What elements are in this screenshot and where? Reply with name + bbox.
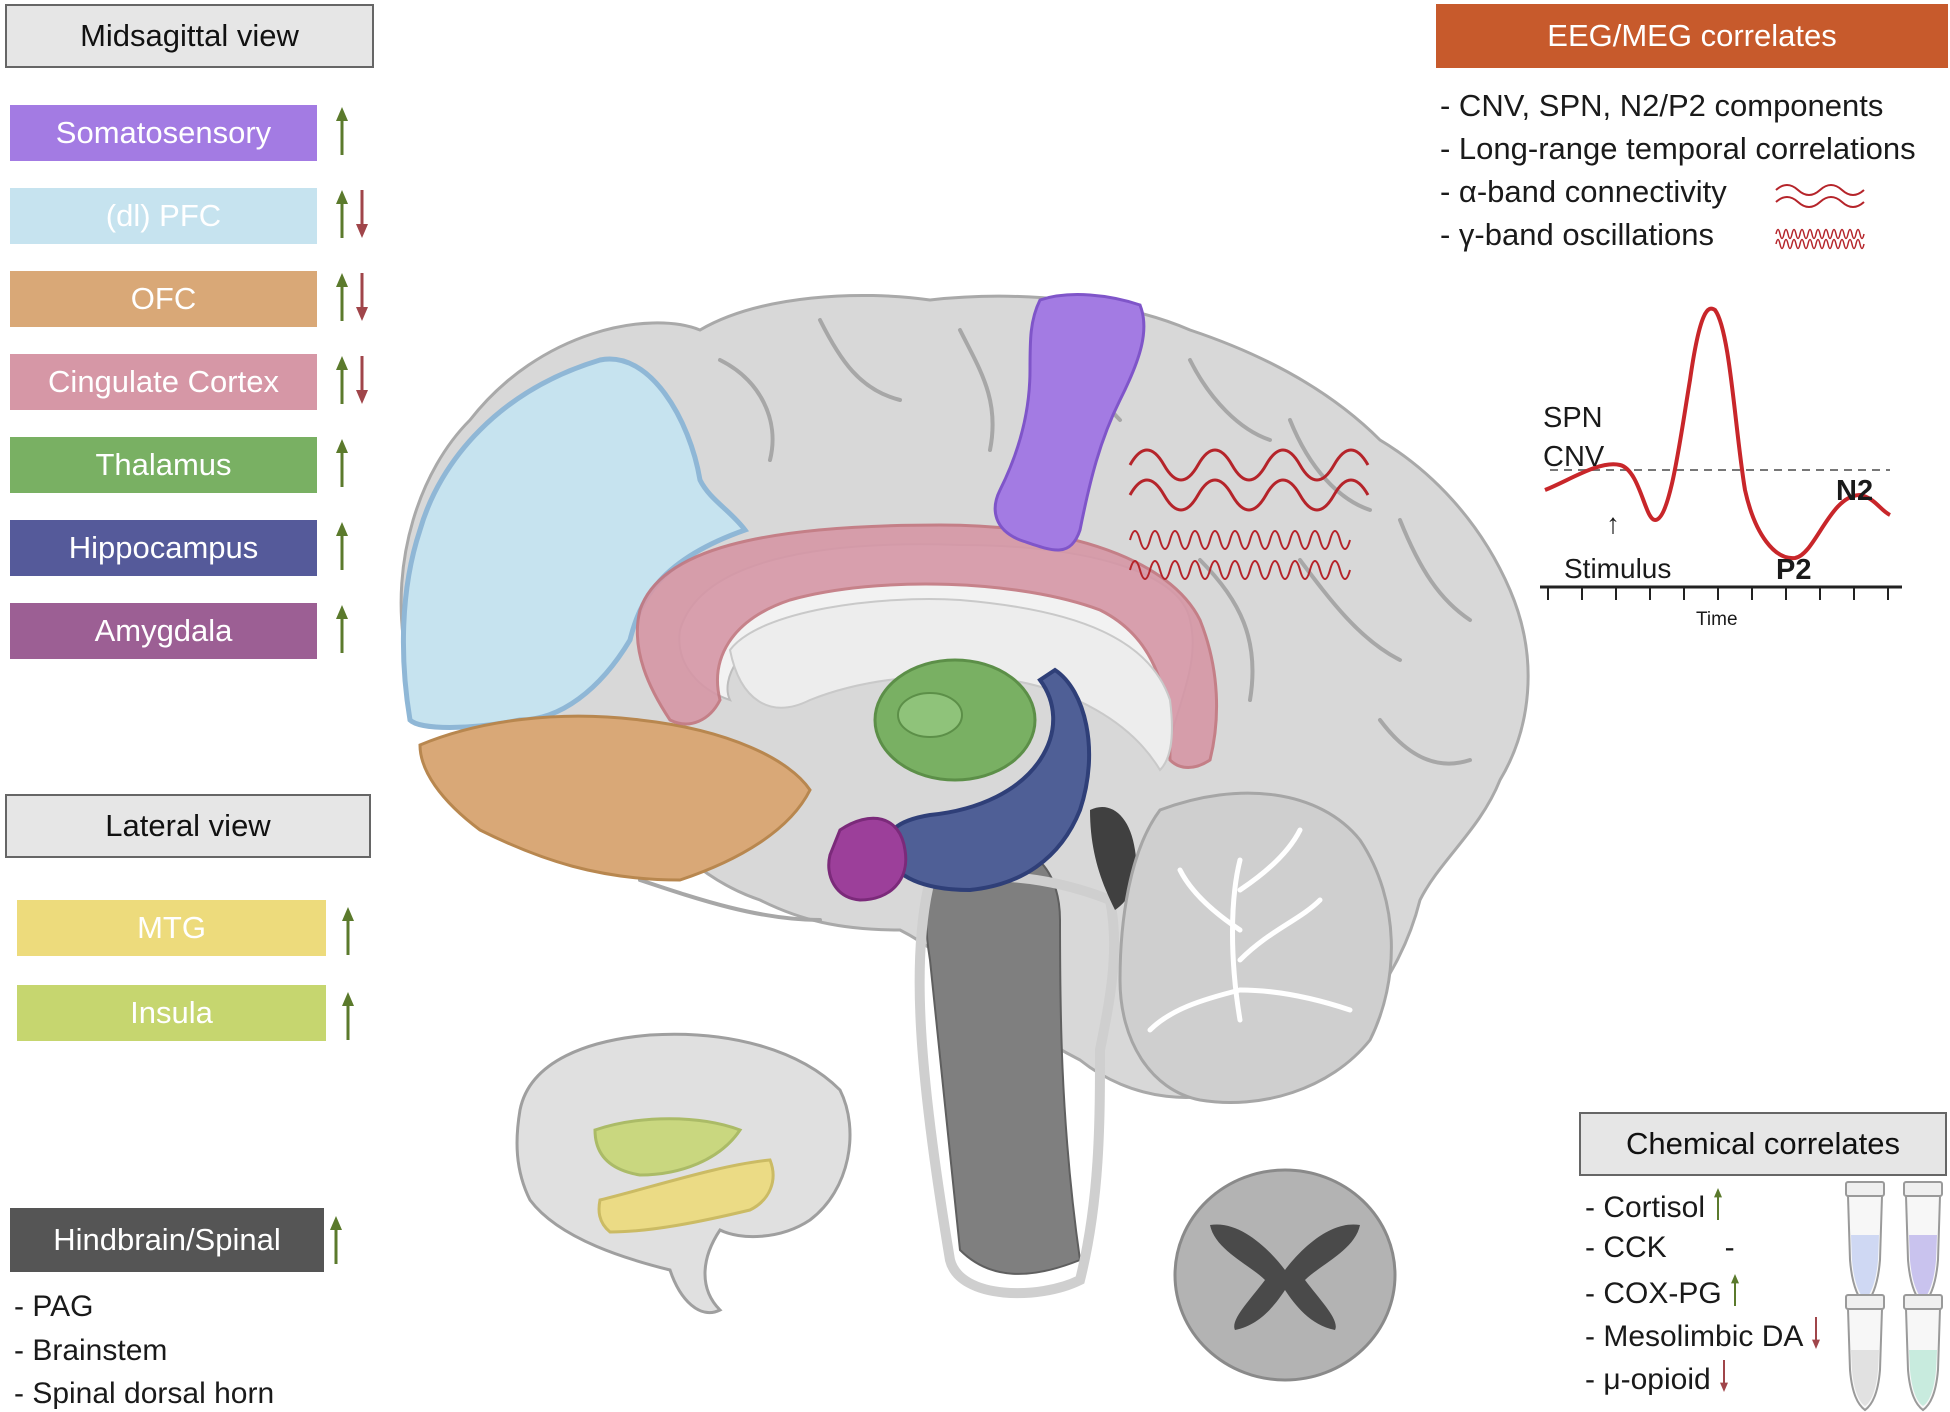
thalamus-inner: [897, 692, 963, 738]
region-label-thalamus: Thalamus: [10, 437, 317, 493]
erp-label-stimulus: Stimulus: [1564, 553, 1671, 584]
eeg-item-gamma: - γ-band oscillations: [1440, 217, 1714, 252]
ofc-region: [418, 714, 812, 882]
brainstem-outer: [914, 871, 1120, 1299]
brain-illustration: [399, 293, 1530, 1382]
eeg-item-alpha: - α-band connectivity: [1440, 174, 1727, 209]
up-arrow-icon: [336, 605, 348, 653]
down-arrow-icon: [356, 356, 368, 404]
change-arrows: [336, 522, 348, 570]
no-change-marker: -: [1724, 1231, 1735, 1264]
region-label-insula: Insula: [17, 985, 326, 1041]
region-label-mtg: MTG: [17, 900, 326, 956]
up-arrow-icon: [342, 992, 354, 1040]
lateral-header: Lateral view: [5, 794, 371, 858]
chemical-item: - Mesolimbic DA: [1585, 1317, 1821, 1357]
chemical-item: - Cortisol: [1585, 1188, 1723, 1228]
hindbrain-item-spinal: - Spinal dorsal horn: [14, 1377, 275, 1410]
change-arrows: [342, 907, 354, 955]
gamma-waves-on-brain: [1129, 530, 1351, 580]
sample-tubes-icon: [1845, 1181, 1943, 1412]
erp-waveform-chart: SPN CNV N2 P2 ↑ Stimulus Time: [1540, 306, 1902, 630]
region-label-ofc: OFC: [10, 271, 317, 327]
somatosensory-region: [993, 293, 1146, 552]
spinal-gray-matter: [1210, 1224, 1360, 1330]
down-arrow-icon: [356, 273, 368, 321]
up-arrow-icon: [336, 273, 348, 321]
alpha-waves-on-brain: [1128, 448, 1370, 512]
up-arrow-marker: [1713, 1188, 1723, 1228]
up-arrow-icon: [1730, 1274, 1739, 1306]
erp-stimulus-arrow: ↑: [1606, 508, 1620, 539]
chemical-item-label: - μ-opioid: [1585, 1363, 1711, 1396]
erp-label-time: Time: [1696, 609, 1738, 630]
change-arrows: [336, 107, 348, 155]
midsagittal-header: Midsagittal view: [5, 4, 374, 68]
brainstem: [925, 842, 1082, 1275]
erp-label-spn: SPN: [1543, 402, 1603, 434]
region-label-dl-pfc: (dl) PFC: [10, 188, 317, 244]
change-arrows: [336, 439, 348, 487]
up-arrow-marker: [1730, 1274, 1740, 1314]
up-arrow-icon: [336, 107, 348, 155]
chemical-item: - CCK -: [1585, 1231, 1735, 1265]
hindbrain-arrows: [330, 1216, 342, 1264]
pfc-region: [400, 356, 750, 730]
change-arrows: [336, 190, 368, 238]
chemical-item-label: - Cortisol: [1585, 1191, 1706, 1224]
eeg-item-components: - CNV, SPN, N2/P2 components: [1440, 88, 1884, 123]
erp-label-p2: P2: [1776, 554, 1811, 586]
up-arrow-icon: [1714, 1188, 1723, 1220]
dark-patch: [1090, 806, 1137, 910]
erp-label-cnv: CNV: [1543, 441, 1605, 473]
down-arrow-icon: [356, 190, 368, 238]
erp-axis-ticks: [1547, 587, 1889, 600]
alpha-wave-icon: [1775, 184, 1865, 208]
up-arrow-icon: [342, 907, 354, 955]
erp-label-n2: N2: [1836, 475, 1873, 507]
eeg-item-ltrc: - Long-range temporal correlations: [1440, 131, 1916, 166]
down-arrow-icon: [1719, 1360, 1728, 1392]
change-arrows: [336, 356, 368, 404]
chemical-item-label: - COX-PG: [1585, 1277, 1722, 1310]
hindbrain-item-brainstem: - Brainstem: [14, 1334, 168, 1367]
up-arrow-icon: [336, 439, 348, 487]
down-arrow-marker: [1811, 1317, 1821, 1357]
lateral-mtg: [597, 1158, 775, 1234]
chemical-item: - COX-PG: [1585, 1274, 1740, 1314]
chemical-header: Chemical correlates: [1579, 1112, 1947, 1176]
up-arrow-icon: [336, 522, 348, 570]
cerebellum-arbor: [1147, 827, 1353, 1033]
chemical-item-label: - CCK: [1585, 1231, 1667, 1264]
lateral-insula: [593, 1117, 743, 1177]
region-label-amygdala: Amygdala: [10, 603, 317, 659]
change-arrows: [342, 992, 354, 1040]
up-arrow-icon: [336, 190, 348, 238]
eeg-header: EEG/MEG correlates: [1436, 4, 1948, 68]
chemical-item-label: - Mesolimbic DA: [1585, 1320, 1804, 1353]
change-arrows: [336, 273, 368, 321]
hindbrain-item-pag: - PAG: [14, 1290, 94, 1323]
chemical-item: - μ-opioid: [1585, 1360, 1729, 1400]
region-label-somatosensory: Somatosensory: [10, 105, 317, 161]
inner-white-matter: [728, 598, 1173, 772]
down-arrow-icon: [1812, 1317, 1821, 1349]
up-arrow-icon: [336, 356, 348, 404]
hindbrain-header: Hindbrain/Spinal: [10, 1208, 324, 1272]
region-label-cingulate-cortex: Cingulate Cortex: [10, 354, 317, 410]
erp-waveform: [1544, 306, 1892, 561]
change-arrows: [336, 605, 348, 653]
gamma-wave-icon: [1775, 228, 1865, 250]
up-arrow-icon: [330, 1216, 342, 1264]
amygdala-region: [827, 816, 908, 902]
region-label-hippocampus: Hippocampus: [10, 520, 317, 576]
lateral-brain: [515, 1032, 852, 1315]
down-arrow-marker: [1719, 1360, 1729, 1400]
